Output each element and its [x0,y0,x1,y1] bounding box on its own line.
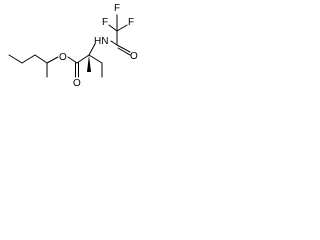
amide-nitrogen-label: HN [94,36,108,47]
bond-amide-co-2 [117,47,131,56]
bond-cf3-f-right [116,24,128,32]
ester-carbonyl-oxygen-label: O [73,78,81,89]
ester-oxygen-label: O [59,52,67,63]
amide-oxygen-label: O [130,51,138,62]
bond-o-carbonyl [67,56,78,64]
fluorine-top-label: F [114,3,120,14]
bond-cf3-f-left [108,24,118,32]
bond-amide-co-1 [116,44,131,53]
bond-c1-c2 [8,54,23,64]
bonds [8,14,131,78]
fluorine-right-label: F [128,17,134,28]
bond-c3-c4 [34,54,48,64]
bond-c2-c3 [21,54,36,64]
structure-canvas: O O HN O F F F [0,0,164,89]
bond-c4-o [46,56,59,64]
bond-alpha-ethyl [88,54,103,64]
bond-carbonyl-alpha [76,54,90,64]
bond-alpha-n [88,43,96,56]
wedge-bond-methyl [87,55,91,72]
bond-n-carbonyl [110,40,118,46]
molecule-diagram: O O HN O F F F [8,3,138,89]
fluorine-left-label: F [102,17,108,28]
